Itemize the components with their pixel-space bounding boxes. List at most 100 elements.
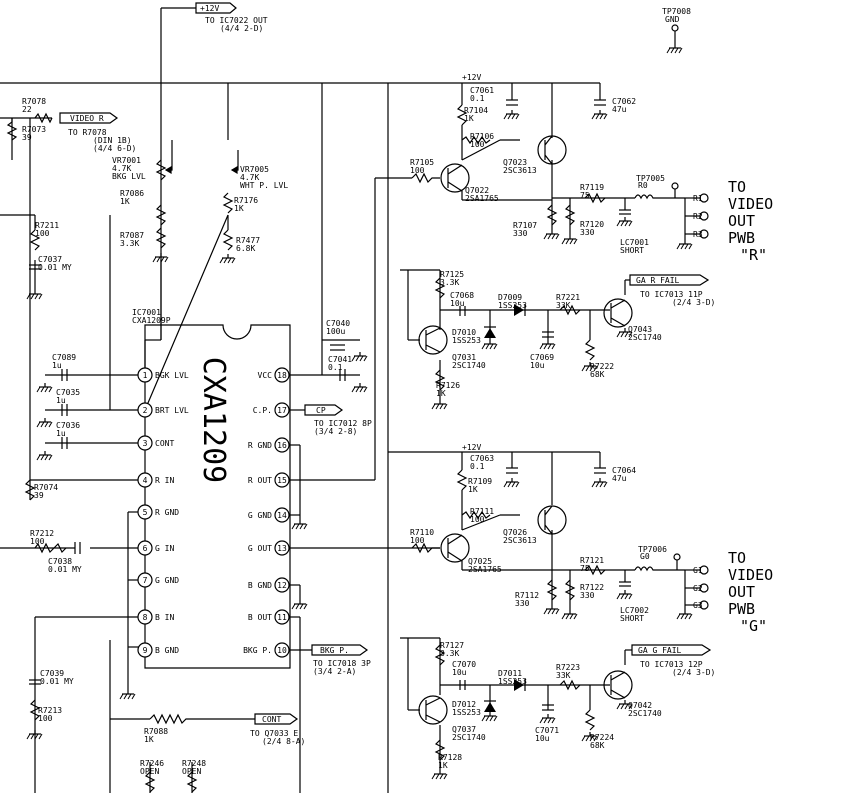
svg-text:G2: G2 — [693, 584, 703, 593]
component-label-c7062: C7062 — [612, 97, 636, 106]
component-label-vr7001: VR7001 — [112, 156, 141, 165]
component-label-r7120: 330 — [580, 228, 595, 237]
svg-text:TO IC7022 OUT: TO IC7022 OUT — [205, 16, 268, 25]
component-label-vr7005: 4.7K — [240, 173, 259, 182]
component-label-r7121: R7121 — [580, 556, 604, 565]
ic-pin-label: G OUT — [248, 544, 272, 553]
testpoint-labels: TP7008 GND TP7005 R0 TP7006 G0 — [636, 7, 691, 561]
potentiometers — [164, 140, 239, 175]
output-r-block: R1 R2 R3 TO VIDEO OUT PWB "R" — [693, 178, 773, 264]
svg-text:TO IC7013 11P: TO IC7013 11P — [640, 290, 703, 299]
ic-pin-label: B GND — [248, 581, 272, 590]
rail-12v-g: +12V — [462, 443, 481, 452]
svg-text:TO IC7013 12P: TO IC7013 12P — [640, 660, 703, 669]
component-label-r7087: R7087 — [120, 231, 144, 240]
component-label-lc7002: SHORT — [620, 614, 644, 623]
ic-pin-6 — [137, 540, 153, 556]
component-label-c7039: 0.01 MY — [40, 677, 74, 686]
ic-pin-10 — [274, 642, 290, 658]
component-label-c7037: C7037 — [38, 255, 62, 264]
component-label-r7213: 100 — [38, 714, 53, 723]
ic-pin-7 — [137, 572, 153, 588]
component-label-r7109: R7109 — [468, 477, 492, 486]
ic-pin-label: G IN — [155, 544, 174, 553]
svg-text:VIDEO: VIDEO — [728, 566, 773, 584]
component-label-vr7001: BKG LVL — [112, 172, 146, 181]
component-label-q7037: Q7037 — [452, 725, 476, 734]
component-label-c7068: 10u — [450, 299, 465, 308]
component-label-d7010: 1SS253 — [452, 336, 481, 345]
component-label-c7040: C7040 — [326, 319, 350, 328]
component-label-r7127: 3.3K — [440, 649, 459, 658]
svg-text:TO IC7012 8P: TO IC7012 8P — [314, 419, 372, 428]
component-label-r7248: R7248 — [182, 759, 206, 768]
tag-cont: CONT — [262, 715, 281, 724]
component-label-q7031: 2SC1740 — [452, 361, 486, 370]
ic-pin-18 — [274, 367, 290, 383]
ic-pin-number: 18 — [277, 371, 287, 380]
component-label-c7061: 0.1 — [470, 94, 485, 103]
ic-pin-number: 15 — [277, 476, 287, 485]
svg-text:(3/4 2-A): (3/4 2-A) — [313, 667, 356, 676]
component-label-c7035: C7035 — [56, 388, 80, 397]
ic-pin-9 — [137, 642, 153, 658]
svg-text:TP7005: TP7005 — [636, 174, 665, 183]
ic-pin-16 — [274, 437, 290, 453]
svg-text:TO: TO — [728, 549, 746, 567]
tag-ga-g-fail: GA G FAIL — [638, 646, 682, 655]
component-label-q7037: 2SC1740 — [452, 733, 486, 742]
svg-text:R2: R2 — [693, 212, 703, 221]
component-label-r7477: 6.8K — [236, 244, 255, 253]
svg-text:PWB: PWB — [728, 600, 755, 618]
component-label-c7071: 10u — [535, 734, 550, 743]
ic-pin-11 — [274, 609, 290, 625]
ic-pin-number: 4 — [143, 476, 148, 485]
ic-pin-label: CONT — [155, 439, 174, 448]
ic-part: CXA1209P — [132, 316, 171, 325]
ic-pin-number: 1 — [143, 371, 148, 380]
ic-pin-4 — [137, 472, 153, 488]
component-label-r7104: 1K — [464, 114, 474, 123]
component-label-c7069: 10u — [530, 361, 545, 370]
svg-text:G0: G0 — [640, 552, 650, 561]
ic-pin-17 — [274, 402, 290, 418]
component-label-r7086: R7086 — [120, 189, 144, 198]
ic-pin-15 — [274, 472, 290, 488]
ic-pin-1 — [137, 367, 153, 383]
ic-pin-14 — [274, 507, 290, 523]
ic-pin-2 — [137, 402, 153, 418]
component-label-vr7005: VR7005 — [240, 165, 269, 174]
ic-body-label: CXA1209 — [196, 357, 231, 483]
transistors — [418, 135, 633, 725]
ic-pin-label: B IN — [155, 613, 174, 622]
component-label-d7009: D7009 — [498, 293, 522, 302]
component-label-r7105: 100 — [410, 166, 425, 175]
svg-text:TO R7078: TO R7078 — [68, 128, 107, 137]
tag-ga-r-fail: GA R FAIL — [636, 276, 680, 285]
component-label-r7222: 68K — [590, 370, 605, 379]
component-label-c7039: C7039 — [40, 669, 64, 678]
ic-pin-number: 17 — [277, 406, 287, 415]
component-label-r7107: 330 — [513, 229, 528, 238]
component-label-q7022: Q7022 — [465, 186, 489, 195]
ic-ref: IC7001 — [132, 308, 161, 317]
component-label-r7111: R7111 — [470, 507, 494, 516]
component-label-c7064: 47u — [612, 474, 627, 483]
component-label-q7043: 2SC1740 — [628, 333, 662, 342]
component-label-r7110: R7110 — [410, 528, 434, 537]
ic-pin-12 — [274, 577, 290, 593]
rail-12v-r: +12V — [462, 73, 481, 82]
ic-pin-number: 7 — [143, 576, 148, 585]
ic-pin-3 — [137, 435, 153, 451]
ground-symbols — [26, 43, 693, 780]
svg-text:(4/4 2-D): (4/4 2-D) — [220, 24, 263, 33]
svg-text:R1: R1 — [693, 194, 703, 203]
tag-video-r: VIDEO R — [70, 114, 104, 123]
component-label-r7073: 39 — [22, 133, 32, 142]
component-label-r7122: R7122 — [580, 583, 604, 592]
svg-text:TP7008: TP7008 — [662, 7, 691, 16]
ic-pin-number: 14 — [277, 511, 287, 520]
